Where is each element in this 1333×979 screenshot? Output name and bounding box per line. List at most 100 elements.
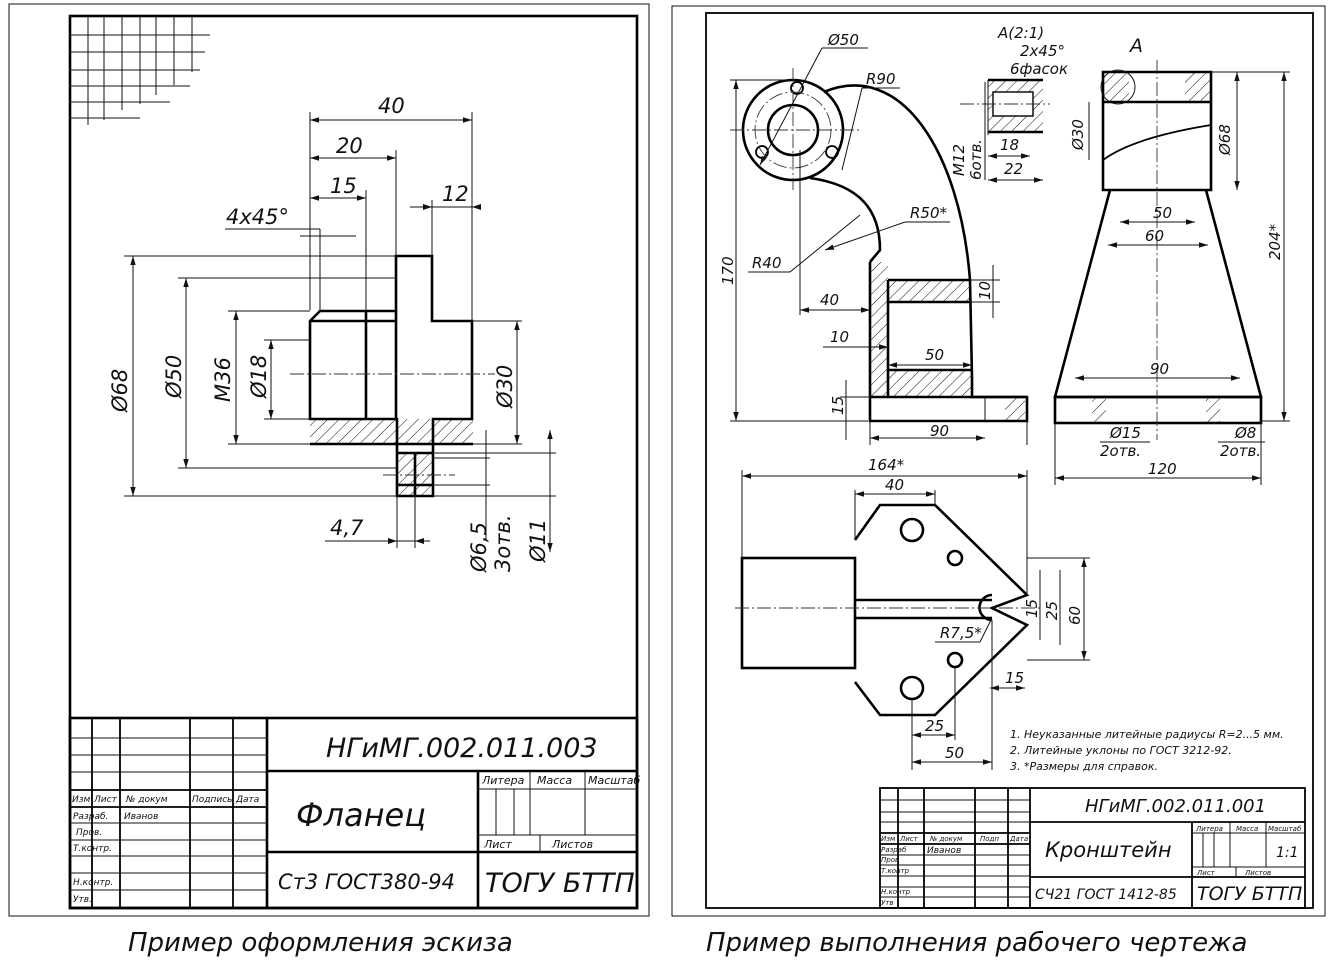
flange-hatch-hub-bottom: [310, 419, 473, 444]
drawing-dim-m12: M12: [950, 144, 968, 176]
drawing-dim-r90: R90: [866, 70, 896, 88]
sketch-tb-sheets: Листов: [551, 838, 593, 851]
drawing-dim-holes2b: 2отв.: [1220, 442, 1261, 460]
sketch-tb-izm: Изм: [72, 795, 91, 805]
sketch-dim-holes: 3отв.: [491, 515, 515, 573]
sketch-tb-masshtab: Масштаб: [588, 774, 640, 787]
drawing-notes: 1. Неуказанные литейные радиусы R=2...5 …: [1010, 728, 1284, 773]
bracket-detail-a: [960, 78, 1050, 135]
drawing-dim-p25: 25: [1043, 601, 1061, 620]
drawing-dim-204: 204*: [1266, 223, 1284, 260]
drawing-dim-chamfers: 2x45°: [1020, 42, 1065, 60]
drawing-dim-170: 170: [719, 256, 737, 285]
drawing-dim-d68: Ø68: [1216, 124, 1234, 156]
sketch-dim-d65: Ø6,5: [467, 522, 491, 573]
drawing-label-a: A: [1128, 35, 1143, 57]
sketch-sheet: 40 20 15 12 4x45° Ø68: [8, 3, 650, 958]
sketch-dim-d30: Ø30: [493, 365, 517, 409]
sketch-tb-razrab: Разраб.: [73, 812, 108, 822]
drawing-dim-w60: 60: [1145, 227, 1164, 245]
drawing-tb-date: Дата: [1009, 835, 1028, 843]
sketch-dim-d50: Ø50: [162, 355, 186, 399]
drawing-dim-18: 18: [1000, 136, 1019, 154]
drawing-dim-d50: Ø50: [827, 31, 859, 49]
drawing-dim-p15: 15: [1023, 599, 1041, 618]
sketch-tb-utv: Утв.: [73, 895, 92, 905]
bracket-top-view: [735, 503, 1040, 717]
sketch-tb-doc: № докум: [125, 795, 168, 805]
drawing-tb-nkontr: Н.контр: [881, 888, 911, 896]
drawing-note-3: 3. *Размеры для справок.: [1010, 760, 1158, 773]
drawing-dim-10b: 10: [830, 328, 849, 346]
drawing-org: ТОГУ БТТП: [1197, 883, 1302, 905]
sketch-dim-20: 20: [336, 134, 363, 158]
sketch-caption: Пример оформления эскиза: [128, 928, 513, 958]
drawing-dim-holes2: 2отв.: [1100, 442, 1141, 460]
sketch-dim-d68: Ø68: [108, 369, 132, 413]
drawing-tb-sheets: Листов: [1244, 869, 1271, 877]
drawing-note-2: 2. Литейные уклоны по ГОСТ 3212-92.: [1010, 744, 1232, 757]
sketch-material: Ст3 ГОСТ380-94: [278, 870, 455, 894]
sketch-org: ТОГУ БТТП: [485, 868, 635, 899]
drawing-dim-p40: 40: [885, 476, 904, 494]
drawing-tb-sign: Подп: [980, 835, 999, 843]
sketch-dimensions: 40 20 15 12 4x45° Ø68: [108, 94, 556, 573]
flange-outline: [308, 254, 474, 498]
drawing-tb-masshtab: Масштаб: [1268, 825, 1302, 833]
drawing-tb-sheet: Лист: [1196, 869, 1216, 877]
sketch-doc-code: НГиМГ.002.011.003: [326, 733, 598, 764]
drawing-caption: Пример выполнения рабочего чертежа: [706, 928, 1247, 958]
drawing-dim-chamfers2: 6фасок: [1010, 60, 1068, 78]
sketch-dim-m36: M36: [211, 357, 235, 402]
drawing-dim-p25b: 25: [925, 717, 944, 735]
drawing-dim-w164: 164*: [868, 456, 905, 474]
sketch-tb-sign: Подпись: [192, 795, 232, 805]
drawing-tb-utv: Утв: [881, 899, 893, 907]
drawing-title-block: Изм Лист № докум Подп Дата Разраб Иванов…: [879, 787, 1306, 909]
drawing-dim-50b: 50: [925, 346, 944, 364]
sketch-tb-date: Дата: [235, 795, 259, 805]
drawing-dim-r75: R7,5*: [940, 624, 982, 642]
drawing-dim-d8: Ø8: [1234, 424, 1256, 442]
drawing-tb-doc: № докум: [929, 835, 963, 843]
drawing-dim-w50: 50: [1153, 204, 1172, 222]
drawing-material: СЧ21 ГОСТ 1412-85: [1035, 887, 1177, 903]
drawing-dim-p60: 60: [1066, 606, 1084, 625]
sketch-tb-prov: Пров.: [76, 828, 102, 838]
drawing-tb-massa: Масса: [1236, 825, 1258, 833]
drawing-dim-view: A(2:1): [997, 24, 1044, 42]
drawing-outer-border: [671, 5, 1326, 917]
sketch-dim-15: 15: [330, 174, 357, 198]
drawing-dim-w120: 120: [1148, 460, 1177, 478]
sketch-dim-12: 12: [442, 182, 469, 206]
drawing-part-name: Кронштейн: [1045, 838, 1172, 862]
drawing-dim-d30: Ø30: [1069, 119, 1087, 151]
drawing-tb-list: Лист: [899, 835, 919, 843]
drawing-tb-izm: Изм: [881, 835, 896, 843]
drawing-dimensions: Ø50 R90 A(2:1) 2x45° 6фасок M12 6отв. 18…: [719, 24, 1290, 770]
drawing-scale: 1:1: [1276, 845, 1299, 861]
bracket-side-view: [1053, 60, 1263, 440]
drawing-tb-litera: Литера: [1195, 825, 1223, 833]
drawing-note-1: 1. Неуказанные литейные радиусы R=2...5 …: [1010, 728, 1284, 741]
drawing-dim-w90: 90: [1150, 360, 1169, 378]
drawing-dim-22: 22: [1004, 160, 1023, 178]
drawing-tb-razrab-name: Иванов: [927, 846, 961, 856]
sketch-tb-nkontr: Н.контр.: [73, 878, 113, 888]
sketch-grid-corner: [70, 16, 210, 125]
drawing-doc-code: НГиМГ.002.011.001: [1085, 796, 1266, 817]
sketch-tb-sheet: Лист: [483, 838, 512, 851]
sketch-dim-47: 4,7: [330, 516, 364, 540]
sketch-tb-tkontr: Т.контр.: [73, 844, 112, 854]
drawing-dim-40: 40: [820, 291, 839, 309]
drawing-dim-15: 15: [829, 396, 847, 415]
sketch-tb-list: Лист: [93, 795, 118, 805]
sketch-tb-razrab-name: Иванов: [124, 812, 158, 822]
drawing-dim-r40: R40: [752, 254, 782, 272]
drawing-dim-holes6: 6отв.: [967, 139, 985, 180]
sketch-tb-litera: Литера: [481, 774, 525, 787]
sketch-outer-border: [8, 3, 650, 917]
drawing-dim-10: 10: [976, 281, 994, 300]
drawing-dim-p15b: 15: [1005, 669, 1024, 687]
